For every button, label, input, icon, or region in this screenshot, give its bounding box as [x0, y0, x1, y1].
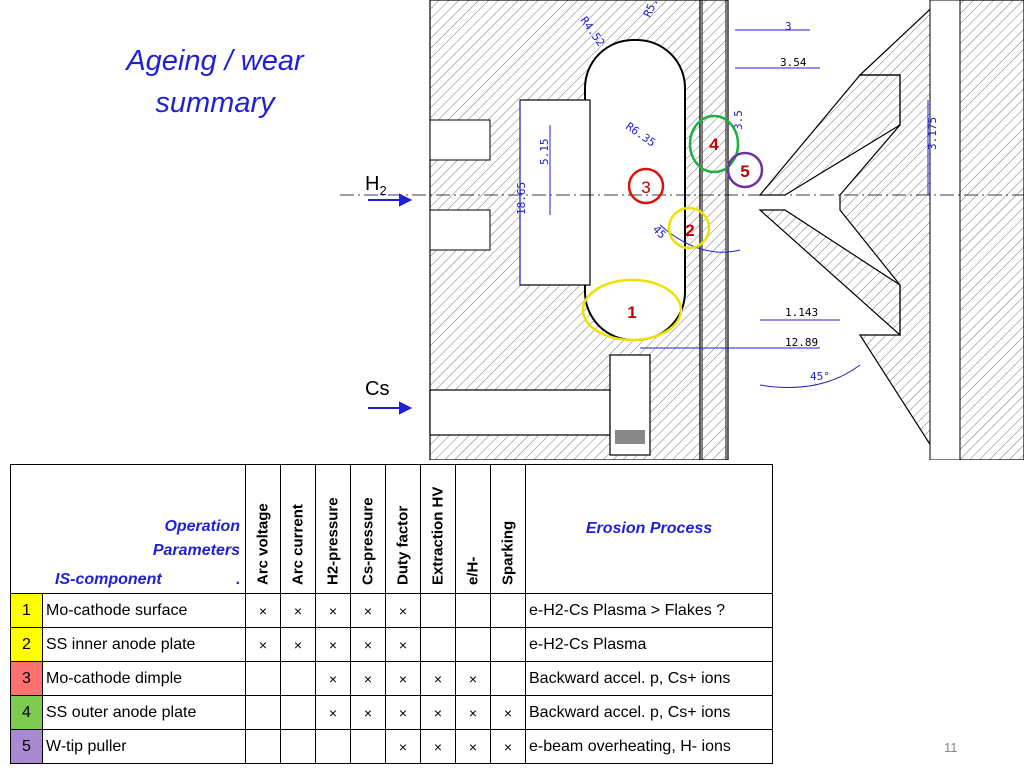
- slide-title: Ageing / wear summary: [100, 40, 330, 124]
- mark-cell: [455, 593, 491, 628]
- erosion-cell: Backward accel. p, Cs+ ions: [525, 695, 773, 730]
- mark-cell: ×: [280, 593, 316, 628]
- mark-cell: [245, 729, 281, 764]
- ion-source-drawing: 3 3.54 3.175 1.143 12.89 45° R4.52 R5.56…: [340, 0, 1024, 460]
- erosion-cell: e-H2-Cs Plasma: [525, 627, 773, 662]
- dim-12-89: 12.89: [785, 336, 818, 349]
- h2-label: H2: [365, 173, 387, 198]
- marker-3: 3: [641, 178, 650, 197]
- col-header: Arc current: [280, 464, 316, 594]
- mark-cell: [350, 729, 386, 764]
- dim-3-54: 3.54: [780, 56, 807, 69]
- table-row: 3 Mo-cathode dimple × × × × × Backward a…: [10, 661, 773, 696]
- dim-3: 3: [785, 20, 792, 33]
- title-line-1: Ageing / wear: [126, 45, 304, 77]
- col-header: Duty factor: [385, 464, 421, 594]
- mark-cell: ×: [490, 729, 526, 764]
- col-header: e/H-: [455, 464, 491, 594]
- corner-dot: .: [235, 571, 240, 588]
- mark-cell: ×: [385, 695, 421, 730]
- slide-number: 11: [944, 740, 958, 755]
- mark-cell: [280, 661, 316, 696]
- mark-cell: [490, 593, 526, 628]
- erosion-cell: e-beam overheating, H- ions: [525, 729, 773, 764]
- mark-cell: ×: [420, 729, 456, 764]
- row-number: 1: [10, 593, 43, 628]
- corner-header: Operation Parameters IS-component .: [10, 464, 246, 594]
- mark-cell: [490, 627, 526, 662]
- mark-cell: ×: [455, 661, 491, 696]
- component-label: IS-component: [55, 571, 162, 588]
- component-cell: Mo-cathode surface: [42, 593, 246, 628]
- row-number: 2: [10, 627, 43, 662]
- mark-cell: ×: [385, 627, 421, 662]
- mark-cell: ×: [350, 627, 386, 662]
- dim-1-143: 1.143: [785, 306, 818, 319]
- mark-cell: ×: [350, 695, 386, 730]
- dim-5-15: 5.15: [538, 139, 551, 166]
- marker-1: 1: [627, 303, 636, 322]
- wear-summary-table: Operation Parameters IS-component . Arc …: [10, 464, 773, 764]
- mark-cell: ×: [420, 661, 456, 696]
- mark-cell: ×: [350, 593, 386, 628]
- mark-cell: [280, 729, 316, 764]
- mark-cell: ×: [245, 627, 281, 662]
- mark-cell: ×: [385, 593, 421, 628]
- mark-cell: [420, 593, 456, 628]
- table-row: 5 W-tip puller × × × × e-beam overheatin…: [10, 729, 773, 764]
- title-line-2: summary: [155, 87, 275, 119]
- mark-cell: ×: [455, 729, 491, 764]
- mark-cell: ×: [280, 627, 316, 662]
- mark-cell: ×: [315, 593, 351, 628]
- table-row: 2 SS inner anode plate × × × × × e-H2-Cs…: [10, 627, 773, 662]
- col-header: Extraction HV: [420, 464, 456, 594]
- erosion-cell: Backward accel. p, Cs+ ions: [525, 661, 773, 696]
- erosion-cell: e-H2-Cs Plasma > Flakes ?: [525, 593, 773, 628]
- mark-cell: ×: [420, 695, 456, 730]
- mark-cell: ×: [455, 695, 491, 730]
- mark-cell: [245, 661, 281, 696]
- mark-cell: [455, 627, 491, 662]
- marker-5: 5: [740, 162, 749, 181]
- mark-cell: ×: [315, 627, 351, 662]
- marker-2: 2: [685, 221, 694, 240]
- mark-cell: ×: [315, 661, 351, 696]
- component-cell: Mo-cathode dimple: [42, 661, 246, 696]
- col-header: Arc voltage: [245, 464, 281, 594]
- mark-cell: [280, 695, 316, 730]
- parameters-label: Parameters: [152, 542, 240, 559]
- table-header-row: Operation Parameters IS-component . Arc …: [10, 464, 773, 594]
- table-row: 1 Mo-cathode surface × × × × × e-H2-Cs P…: [10, 593, 773, 628]
- mark-cell: [245, 695, 281, 730]
- row-number: 5: [10, 729, 43, 764]
- row-number: 4: [10, 695, 43, 730]
- component-cell: W-tip puller: [42, 729, 246, 764]
- component-cell: SS outer anode plate: [42, 695, 246, 730]
- dim-45-deg: 45°: [810, 370, 830, 383]
- table-row: 4 SS outer anode plate × × × × × × Backw…: [10, 695, 773, 730]
- dim-3-175: 3.175: [926, 117, 939, 150]
- mark-cell: ×: [350, 661, 386, 696]
- mark-cell: ×: [315, 695, 351, 730]
- cs-label: Cs: [365, 378, 389, 400]
- col-header: Cs-pressure: [350, 464, 386, 594]
- mark-cell: [420, 627, 456, 662]
- mark-cell: [490, 661, 526, 696]
- component-cell: SS inner anode plate: [42, 627, 246, 662]
- operation-label: Operation: [164, 518, 240, 535]
- mark-cell: ×: [490, 695, 526, 730]
- mark-cell: ×: [245, 593, 281, 628]
- mark-cell: [315, 729, 351, 764]
- marker-4: 4: [709, 135, 719, 154]
- col-header: H2-pressure: [315, 464, 351, 594]
- row-number: 3: [10, 661, 43, 696]
- erosion-header: Erosion Process: [525, 464, 773, 594]
- dim-18-65: 18.65: [515, 182, 528, 215]
- mark-cell: ×: [385, 729, 421, 764]
- dim-3-5: 3.5: [732, 110, 745, 130]
- mark-cell: ×: [385, 661, 421, 696]
- col-header: Sparking: [490, 464, 526, 594]
